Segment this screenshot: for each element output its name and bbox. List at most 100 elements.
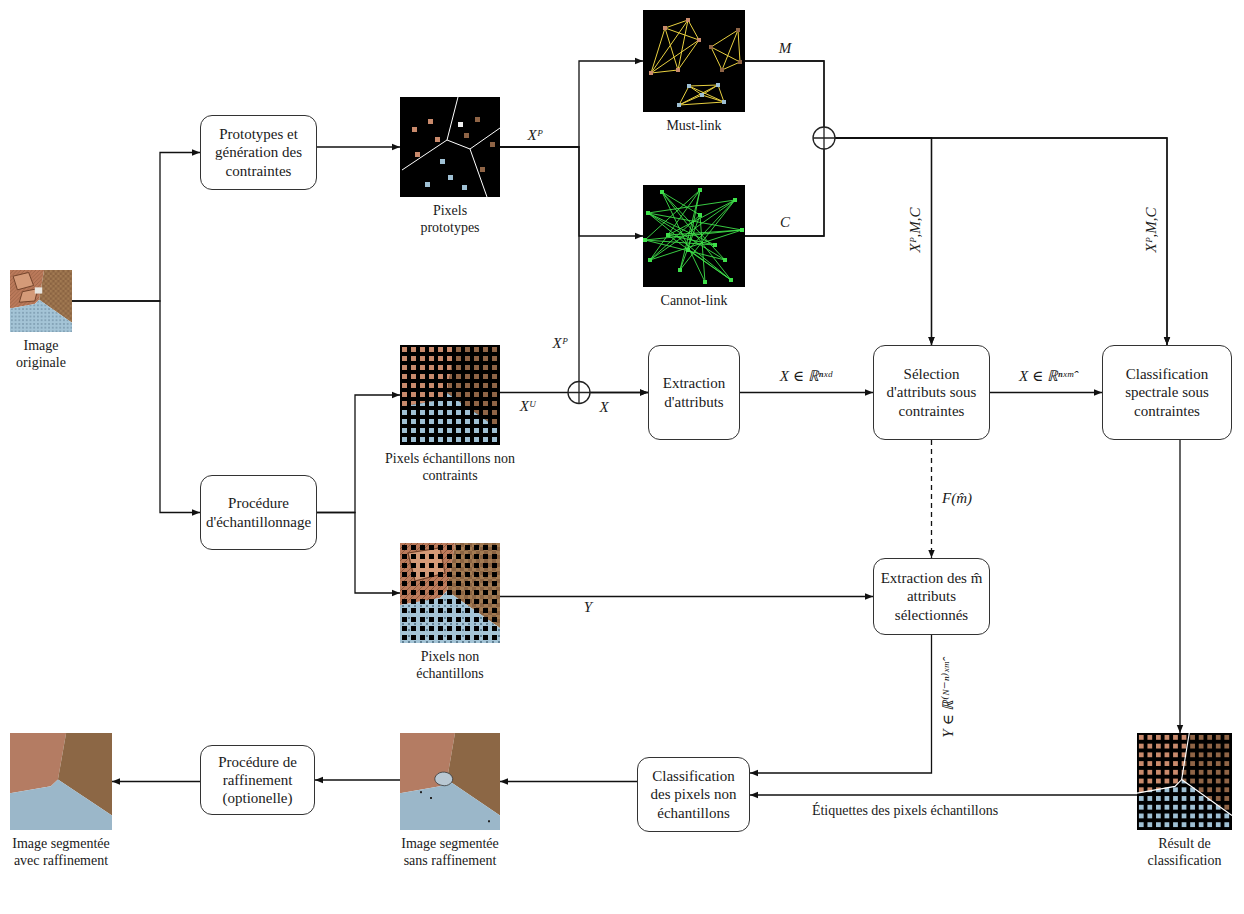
prototype-pixels-image — [428, 119, 433, 124]
connector — [500, 781, 637, 782]
must-link-graph — [643, 10, 745, 112]
image-caption: Must-link — [634, 118, 754, 135]
connector — [112, 781, 200, 782]
prototype-pixels-image — [475, 117, 480, 122]
box-text: Classification spectrale sous contrainte… — [1108, 365, 1226, 420]
segmented-image — [400, 733, 500, 830]
signal-label: Xᴾ,M,C — [907, 205, 924, 254]
connector — [740, 392, 873, 393]
cannot-link-graph — [729, 278, 733, 282]
segmented-image — [400, 780, 500, 830]
sample-pixels-image — [400, 345, 500, 445]
image-panel: Image segmentée sans raffinement — [400, 733, 500, 830]
sum-junction — [568, 382, 590, 404]
must-link-graph — [697, 38, 701, 42]
sample-pixels-image — [400, 345, 500, 445]
process-box: Extraction d'attributs — [648, 345, 740, 440]
process-box: Sélection d'attributs sous contraintes — [873, 345, 990, 440]
segmented-image — [420, 791, 422, 793]
connector — [745, 61, 1167, 345]
image-panel: Résult de classification — [1137, 733, 1232, 830]
sum-junction — [813, 127, 835, 149]
image-caption: Cannot-link — [634, 293, 754, 310]
prototype-pixels-image — [435, 137, 440, 142]
prototype-pixels-image — [400, 97, 500, 197]
sum-junction — [568, 382, 590, 404]
original-image — [10, 300, 72, 332]
prototype-pixels-image — [400, 97, 500, 197]
must-link-graph — [709, 45, 713, 49]
original-image — [13, 272, 38, 302]
classification-result-image — [1137, 733, 1232, 830]
cannot-link-graph — [643, 185, 745, 287]
must-link-graph — [686, 18, 690, 22]
original-image — [35, 287, 42, 293]
connector — [317, 146, 400, 147]
edge-label: Xᴾ — [525, 127, 544, 144]
segmented-image — [430, 797, 432, 799]
box-text: Procédure d'échantillonnage — [206, 494, 311, 531]
cannot-link-graph — [703, 280, 707, 284]
prototype-pixels-image — [462, 185, 467, 190]
box-text: Sélection d'attributs sous contraintes — [879, 365, 984, 420]
cannot-link-graph — [648, 258, 652, 262]
sample-pixels-image — [400, 393, 500, 445]
process-box: Classification des pixels non échantillo… — [637, 757, 750, 832]
signal-label: X — [597, 399, 610, 416]
prototype-pixels-image — [490, 142, 495, 147]
edge-label: Xᵁ — [518, 398, 539, 415]
edge-label: Étiquettes des pixels échantillons — [810, 803, 1000, 819]
must-link-graph — [676, 68, 680, 72]
prototype-pixels-image — [480, 167, 485, 172]
connector — [745, 138, 1167, 345]
prototype-pixels-image — [425, 159, 467, 190]
cannot-link-graph — [660, 190, 664, 194]
connector — [745, 61, 932, 345]
original-image — [10, 270, 72, 332]
cannot-link-graph — [733, 198, 737, 202]
connector — [500, 147, 648, 393]
edge-label: C — [778, 214, 792, 231]
cannot-link-graph — [723, 258, 727, 262]
connector — [72, 301, 200, 513]
prototype-pixels-image — [464, 117, 495, 172]
must-link-graph — [720, 68, 724, 72]
box-text: Procédure de raffinement (optionelle) — [206, 753, 309, 808]
edge-label: Xᴾ — [550, 335, 569, 352]
prototype-pixels-image — [448, 175, 453, 180]
box-text: Prototypes et génération des contraintes — [206, 125, 311, 180]
image-caption: Image segmentée sans raffinement — [391, 836, 509, 870]
cannot-link-graph — [698, 213, 702, 217]
cannot-link-graph — [645, 190, 742, 282]
prototype-pixels-image — [425, 182, 430, 187]
connector — [317, 513, 400, 594]
cannot-link-graph — [698, 188, 702, 192]
prototype-pixels-image — [402, 97, 500, 197]
must-link-graph — [663, 26, 667, 30]
must-link-graph — [677, 83, 726, 107]
cannot-link-graph — [643, 238, 647, 242]
edge-label: Y ∈ ℝ⁽ᴺ⁻ⁿ⁾ˣᵐ̂ — [940, 660, 957, 739]
image-caption: Pixels non échantillons — [400, 649, 500, 683]
segmented-image — [488, 820, 490, 822]
connector — [745, 138, 932, 345]
box-text: Extraction des m̂ attributs sélectionnés — [879, 569, 984, 624]
cannot-link-graph — [643, 185, 745, 287]
cannot-link-graph — [713, 243, 717, 247]
box-text: Extraction d'attributs — [654, 374, 734, 411]
must-link-graph — [643, 10, 745, 112]
prototype-pixels-image — [458, 122, 463, 127]
connector — [750, 635, 932, 773]
must-link-graph — [649, 71, 653, 75]
must-link-graph — [651, 20, 740, 105]
connector — [750, 794, 1137, 795]
must-link-graph — [649, 18, 701, 75]
process-box: Extraction des m̂ attributs sélectionnés — [873, 558, 990, 635]
image-caption: Résult de classification — [1135, 836, 1235, 870]
prototype-pixels-image — [464, 133, 469, 138]
must-link-graph — [677, 103, 681, 107]
must-link-graph — [687, 84, 691, 88]
